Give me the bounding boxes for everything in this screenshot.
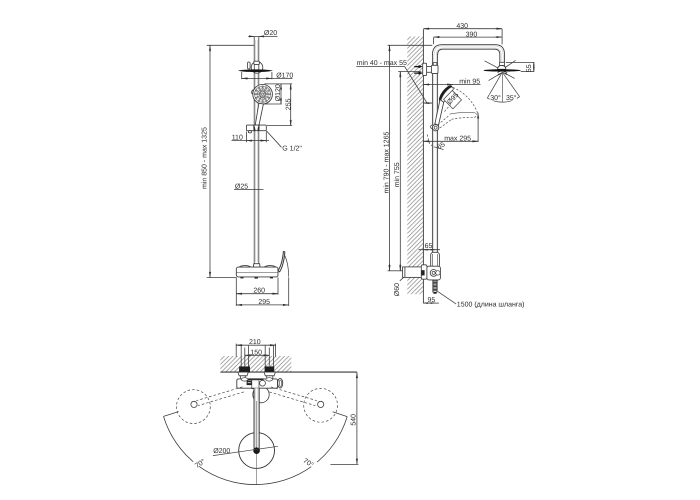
svg-text:35°: 35° bbox=[506, 95, 517, 102]
svg-text:Ø200: Ø200 bbox=[213, 447, 230, 455]
svg-text:110: 110 bbox=[232, 135, 243, 142]
svg-text:540: 540 bbox=[350, 414, 357, 426]
svg-text:70°: 70° bbox=[302, 458, 315, 470]
svg-text:65: 65 bbox=[436, 141, 446, 151]
svg-text:295: 295 bbox=[258, 299, 270, 306]
svg-text:min 850 - max 1325: min 850 - max 1325 bbox=[200, 127, 208, 189]
svg-text:min 790 - max 1265: min 790 - max 1265 bbox=[382, 132, 390, 194]
svg-text:30°: 30° bbox=[490, 95, 501, 102]
svg-text:G 1/2": G 1/2" bbox=[282, 145, 302, 153]
svg-text:150: 150 bbox=[250, 349, 262, 356]
svg-text:430: 430 bbox=[456, 23, 468, 30]
svg-text:Ø60: Ø60 bbox=[393, 283, 401, 296]
svg-text:Ø25: Ø25 bbox=[235, 182, 248, 190]
svg-text:min 755: min 755 bbox=[393, 162, 401, 187]
svg-text:260: 260 bbox=[253, 288, 265, 295]
svg-text:255: 255 bbox=[285, 98, 292, 110]
svg-text:Ø120: Ø120 bbox=[274, 84, 282, 101]
svg-text:max 295: max 295 bbox=[444, 135, 471, 142]
svg-text:55: 55 bbox=[526, 64, 533, 72]
svg-text:210: 210 bbox=[249, 339, 261, 346]
svg-text:Ø170: Ø170 bbox=[276, 71, 293, 79]
svg-text:1500 (длина шланга): 1500 (длина шланга) bbox=[457, 300, 525, 308]
svg-text:70°: 70° bbox=[194, 458, 207, 470]
svg-text:min 40 - max 55: min 40 - max 55 bbox=[357, 59, 407, 67]
svg-text:65: 65 bbox=[425, 243, 433, 250]
svg-text:min 95: min 95 bbox=[459, 78, 480, 86]
svg-text:Ø20: Ø20 bbox=[264, 29, 277, 37]
svg-text:390: 390 bbox=[466, 31, 478, 38]
svg-text:95: 95 bbox=[428, 297, 436, 304]
